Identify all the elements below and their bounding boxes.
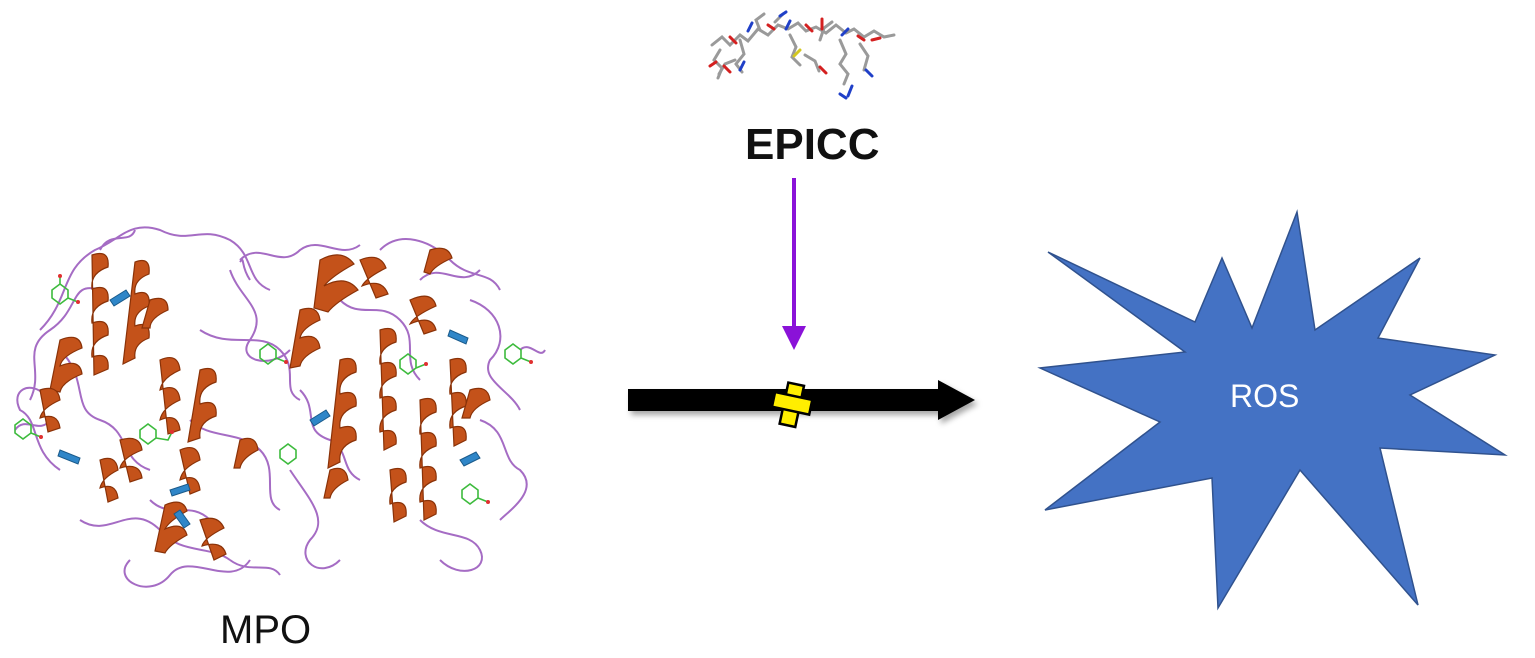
ros-starburst-shape [1037, 209, 1508, 611]
block-cross-icon [770, 381, 814, 429]
epicc-peptide-structure-icon [708, 10, 896, 100]
epicc-label: EPICC [745, 120, 880, 169]
inhibition-arrow [782, 178, 806, 350]
mpo-label: MPO [220, 608, 312, 652]
ros-label: ROS [1230, 378, 1300, 414]
mpo-protein-structure-icon [14, 226, 546, 588]
